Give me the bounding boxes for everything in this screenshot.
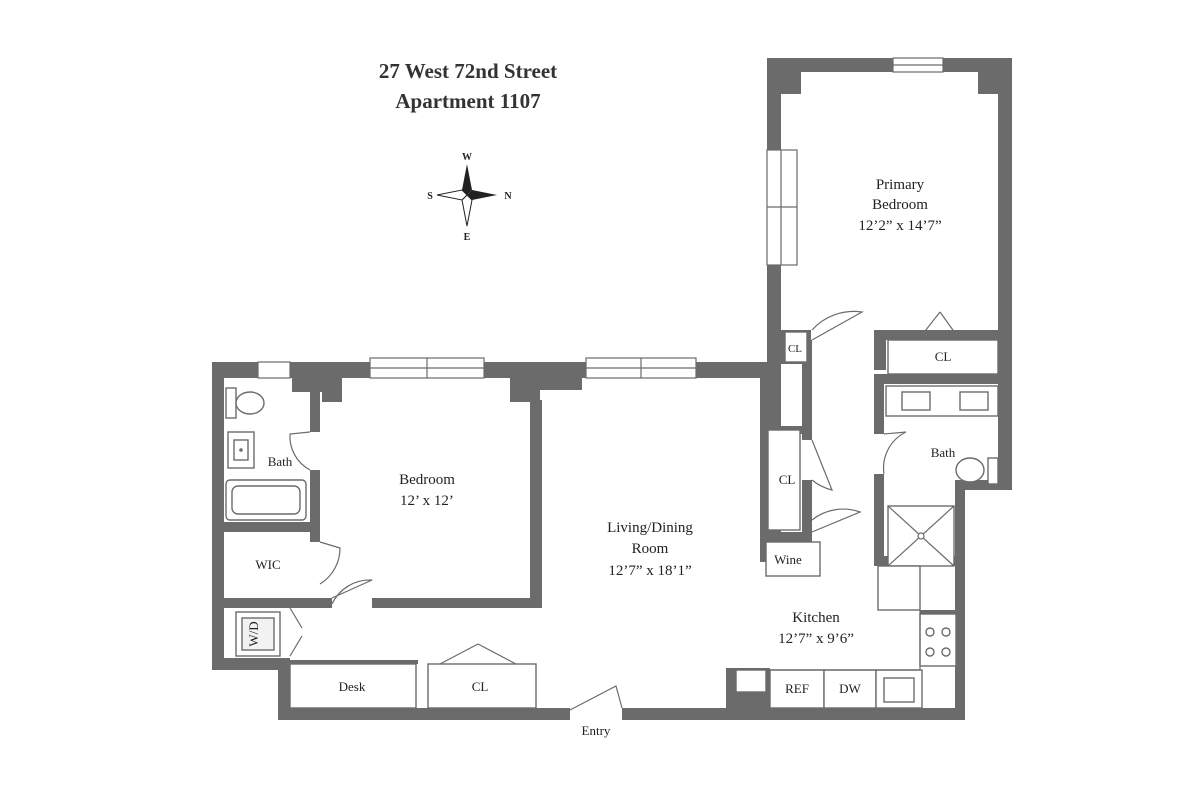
primary-bedroom-label-1: Primary (876, 177, 925, 193)
closet-label-small: CL (788, 343, 802, 355)
walls (212, 58, 1012, 720)
doors (289, 310, 961, 711)
bedroom-label: Bedroom (399, 472, 455, 488)
ref-label: REF (785, 681, 809, 696)
compass-north-label: N (504, 191, 512, 202)
toilet-icon-2 (955, 457, 985, 483)
windows (257, 57, 944, 379)
toilet-icon (235, 391, 265, 415)
address-title: 27 West 72nd Street (379, 59, 557, 83)
toilet-tank (225, 387, 237, 419)
room-labels: Primary Bedroom 12’2” x 14’7” Bedroom 12… (246, 177, 956, 738)
bedroom-size: 12’ x 12’ (400, 493, 454, 509)
wine-fridge (765, 541, 821, 577)
closet-label-primary: CL (935, 349, 952, 364)
entry-label: Entry (582, 723, 611, 738)
bath-label: Bath (268, 454, 293, 469)
primary-bedroom-size: 12’2” x 14’7” (858, 218, 941, 234)
compass-west-label: W (462, 152, 472, 163)
living-label-2: Room (632, 541, 669, 557)
desk-label: Desk (339, 679, 366, 694)
closet-label-hall: CL (472, 679, 489, 694)
wic-label: WIC (255, 557, 280, 572)
wd-label: W/D (246, 621, 261, 646)
compass-icon: W E S N (427, 152, 512, 243)
kitchen-size: 12’7” x 9’6” (778, 631, 854, 647)
bath-label-2: Bath (931, 445, 956, 460)
primary-bedroom-label-2: Bedroom (872, 197, 928, 213)
unit-title: Apartment 1107 (395, 89, 540, 113)
living-size: 12’7” x 18’1” (608, 563, 691, 579)
wine-label: Wine (774, 552, 802, 567)
fixtures (225, 331, 999, 709)
dishwasher (823, 669, 877, 709)
kitchen-label: Kitchen (792, 610, 840, 626)
living-label-1: Living/Dining (607, 520, 693, 536)
desk-area (289, 663, 417, 709)
dw-label: DW (839, 681, 861, 696)
cooktop-icon (919, 613, 957, 667)
closet-label-corridor: CL (779, 472, 796, 487)
closet-area (427, 663, 537, 709)
compass-south-label: S (427, 191, 433, 202)
compass-east-label: E (464, 232, 471, 243)
